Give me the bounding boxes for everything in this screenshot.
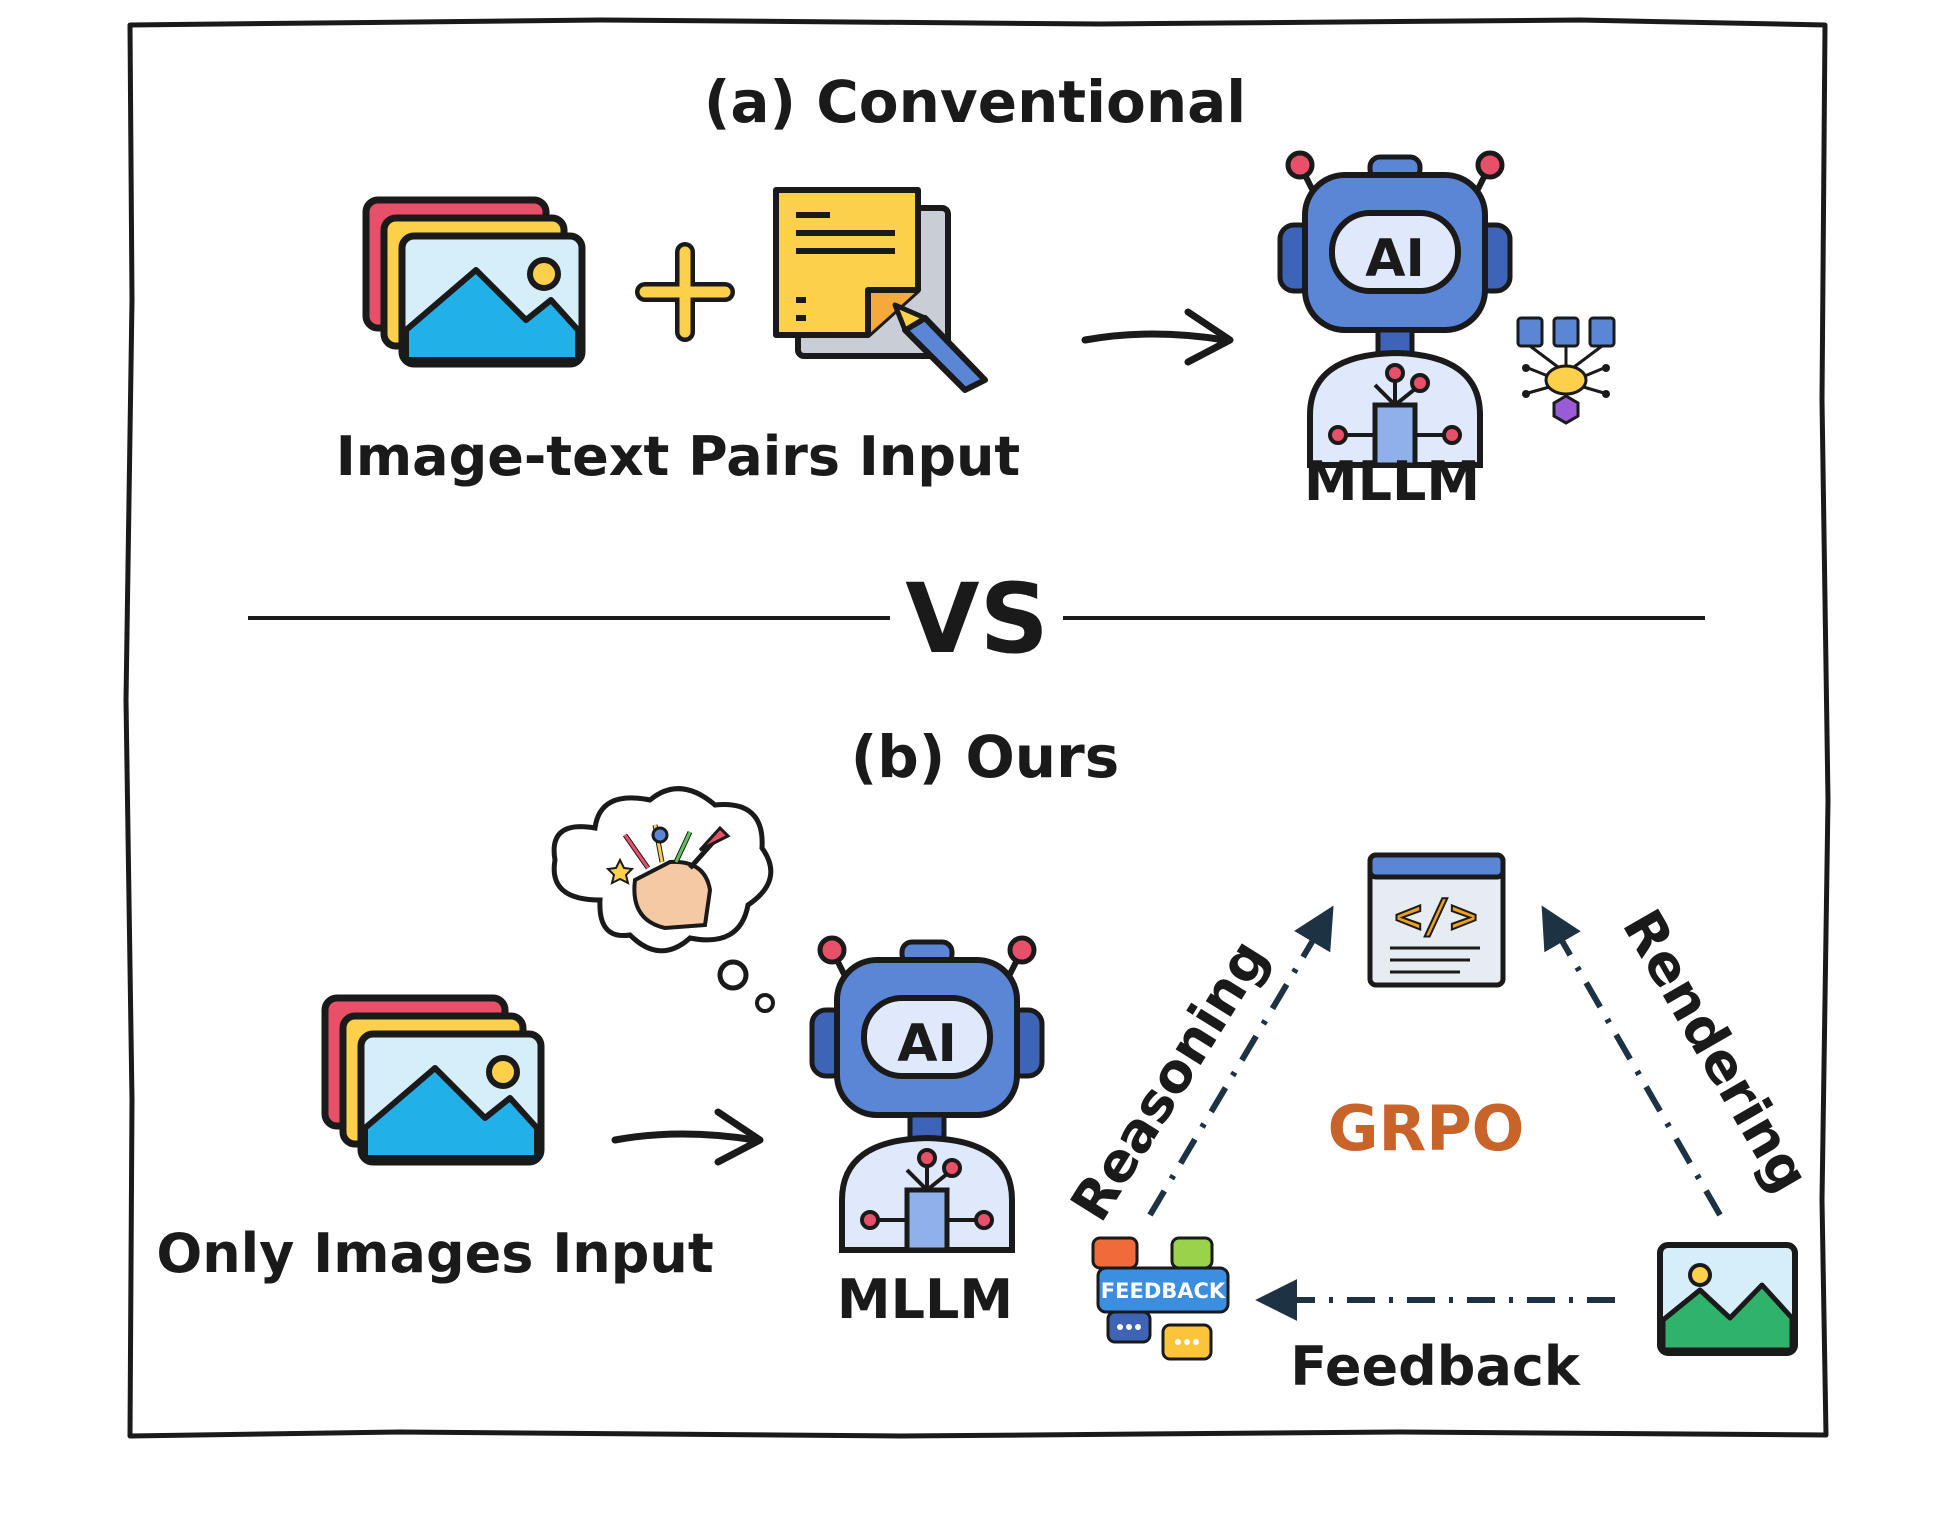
frame-border [123, 17, 1831, 1439]
section-a-title: (a) Conventional [704, 68, 1246, 136]
grpo-label: GRPO [1328, 1092, 1525, 1165]
section-b-title: (b) Ours [851, 723, 1119, 791]
image-icon [1657, 1242, 1798, 1356]
rendering-label: Rendering [1610, 899, 1822, 1203]
section-a-model-label: MLLM [1304, 450, 1480, 513]
thought-cloud-icon [551, 786, 775, 1013]
image-stack-icon-b [325, 998, 541, 1162]
section-b-input-label: Only Images Input [156, 1222, 713, 1285]
reasoning-arrow [1147, 905, 1334, 1217]
neural-network-icon [1516, 316, 1616, 425]
robot-ai-text: AI [1365, 229, 1425, 289]
robot-ai-icon: AI [1280, 153, 1510, 465]
vs-label: VS [905, 563, 1048, 675]
section-a-input-label: Image-text Pairs Input [336, 425, 1020, 488]
feedback-badge-text: FEEDBACK [1101, 1279, 1226, 1303]
arrow-a [1081, 308, 1234, 366]
plus-icon [635, 242, 735, 342]
note-pencil-icon [773, 187, 988, 393]
feedback-label: Feedback [1290, 1335, 1581, 1398]
reasoning-label: Reasoning [1058, 929, 1280, 1232]
image-stack-icon [366, 200, 582, 364]
arrow-b [611, 1108, 764, 1166]
robot-ai-text-b: AI [897, 1014, 957, 1074]
rendering-arrow [1541, 905, 1723, 1217]
code-window-icon: </> [1367, 852, 1506, 988]
section-b-model-label: MLLM [837, 1268, 1013, 1331]
feedback-bubbles-icon: FEEDBACK [1091, 1236, 1230, 1361]
code-glyph: </> [1394, 889, 1477, 943]
robot-ai-icon-b: AI [812, 938, 1042, 1250]
